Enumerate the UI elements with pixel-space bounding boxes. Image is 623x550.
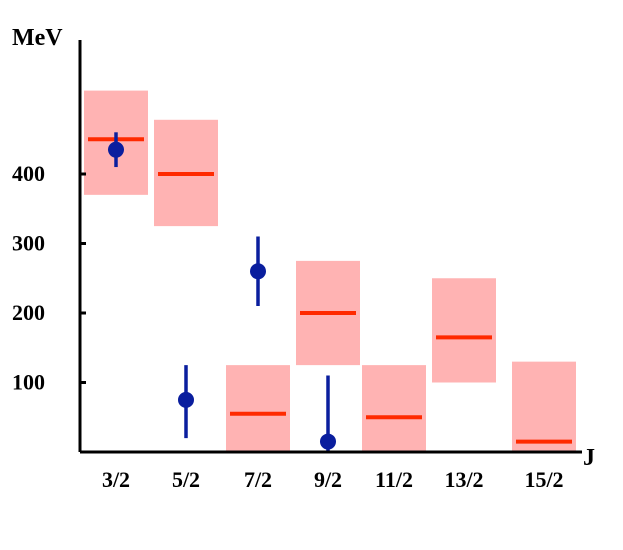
y-tick-label-400: 400 [12,161,45,186]
y-tick-label-100: 100 [12,370,45,395]
band-11-2 [362,365,426,452]
points-layer [108,132,336,452]
data-point-3-2 [108,141,124,158]
x-tick-label-7-2: 7/2 [244,467,272,492]
axes-layer [78,40,582,454]
x-tick-label-5-2: 5/2 [172,467,200,492]
bands-layer [84,90,576,452]
data-point-7-2 [250,263,266,280]
x-tick-label-11-2: 11/2 [375,467,413,492]
x-axis-title: J [583,445,595,471]
category-labels: 3/2 5/2 7/2 9/2 11/2 13/2 15/2 [102,467,564,492]
data-point-9-2 [320,433,336,450]
y-tick-label-200: 200 [12,300,45,325]
band-7-2 [226,365,290,452]
y-axis-title: MeV [12,25,63,51]
band-13-2 [432,278,496,383]
x-tick-label-15-2: 15/2 [524,467,563,492]
x-tick-label-13-2: 13/2 [444,467,483,492]
data-point-5-2 [178,391,194,408]
y-tick-label-300: 300 [12,231,45,256]
ticks-layer: 100 200 300 400 [12,161,86,395]
band-15-2 [512,361,576,452]
x-tick-label-9-2: 9/2 [314,467,342,492]
x-tick-label-3-2: 3/2 [102,467,130,492]
